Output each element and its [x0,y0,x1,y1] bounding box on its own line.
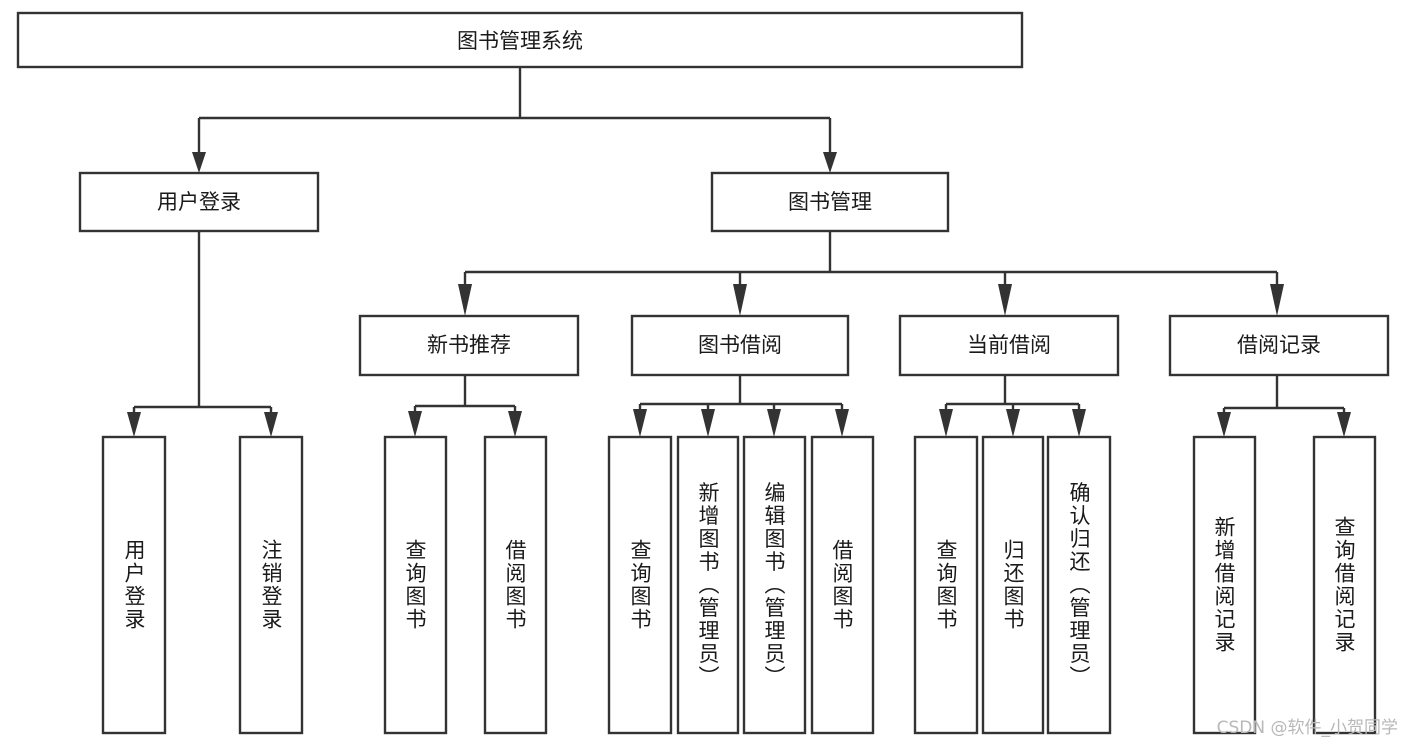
node-current-borrow[interactable]: 当前借阅 [898,314,1120,377]
node-book-borrow-label: 图书借阅 [698,333,782,357]
leaf-user-login[interactable]: 用户登录 [101,435,167,735]
node-user-login-box[interactable] [78,171,320,233]
leaf-add-record-label: 新增借阅记录 [1212,516,1236,654]
leaf-add-book-box[interactable] [676,435,740,735]
arrow-head-leaf-query-book-2 [633,409,647,437]
arrow-head-borrow-record [1270,284,1284,316]
arrow-head-leaf-edit-book [767,409,781,437]
leaf-query-book-2-label: 查询图书 [628,539,652,631]
node-new-book-recommend[interactable]: 新书推荐 [358,314,580,377]
leaf-edit-book[interactable]: 编辑图书（管理员） [742,435,807,735]
leaf-add-record[interactable]: 新增借阅记录 [1192,435,1257,735]
node-borrow-record[interactable]: 借阅记录 [1168,314,1390,377]
leaf-query-book-3-box[interactable] [913,435,979,735]
node-borrow-record-box[interactable] [1168,314,1390,377]
node-user-login[interactable]: 用户登录 [78,171,320,233]
arrow-head-leaf-query-book-3 [939,409,953,437]
leaf-logout-login-label: 注销登录 [259,539,283,631]
arrow-head-leaf-user-login [127,412,141,437]
node-new-book-recommend-box[interactable] [358,314,580,377]
leaf-query-book-1-label: 查询图书 [403,539,427,631]
leaf-query-book-3[interactable]: 查询图书 [913,435,979,735]
leaf-confirm-return[interactable]: 确认归还（管理员） [1046,435,1112,735]
leaf-user-login-label: 用户登录 [122,539,146,631]
arrow-head-user-login [192,152,206,173]
leaf-query-record-box[interactable] [1312,435,1377,735]
arrow-head-leaf-add-record [1217,412,1231,437]
arrow-head-new-book-recommend [458,284,472,316]
leaf-confirm-return-box[interactable] [1046,435,1112,735]
leaf-user-login-box[interactable] [101,435,167,735]
csdn-watermark: CSDN @软件_小贺同学 [1217,718,1398,738]
arrow-head-leaf-add-book [701,409,715,437]
leaf-query-record-label: 查询借阅记录 [1332,516,1356,654]
leaf-logout-login[interactable]: 注销登录 [238,435,304,735]
node-book-borrow[interactable]: 图书借阅 [630,314,850,377]
node-book-borrow-box[interactable] [630,314,850,377]
leaf-edit-book-label: 编辑图书（管理员） [762,482,786,689]
node-book-management[interactable]: 图书管理 [710,171,950,233]
arrow-head-leaf-confirm-return [1072,409,1086,437]
node-current-borrow-box[interactable] [898,314,1120,377]
arrow-head-leaf-return-book [1006,409,1020,437]
leaf-add-book[interactable]: 新增图书（管理员） [676,435,740,735]
leaf-borrow-book-1-label: 借阅图书 [503,539,527,631]
leaf-query-book-2[interactable]: 查询图书 [607,435,673,735]
leaf-query-book-1[interactable]: 查询图书 [383,435,448,735]
leaf-borrow-book-2-box[interactable] [810,435,875,735]
node-root-label: 图书管理系统 [457,29,583,53]
leaf-return-book[interactable]: 归还图书 [981,435,1045,735]
leaf-return-book-box[interactable] [981,435,1045,735]
arrow-head-leaf-query-record [1337,412,1351,437]
node-current-borrow-label: 当前借阅 [967,333,1051,357]
leaf-logout-login-box[interactable] [238,435,304,735]
arrow-head-book-borrow [733,284,747,316]
arrow-head-leaf-query-book-1 [408,411,422,437]
leaf-edit-book-box[interactable] [742,435,807,735]
node-book-management-box[interactable] [710,171,950,233]
leaf-query-book-1-box[interactable] [383,435,448,735]
connector-layer [127,67,1351,437]
leaf-query-record[interactable]: 查询借阅记录 [1312,435,1377,735]
leaf-borrow-book-2[interactable]: 借阅图书 [810,435,875,735]
node-user-login-label: 用户登录 [157,190,241,214]
leaf-add-book-label: 新增图书（管理员） [696,482,720,689]
leaf-borrow-book-1-box[interactable] [483,435,548,735]
leaf-add-record-box[interactable] [1192,435,1257,735]
leaf-borrow-book-2-label: 借阅图书 [830,539,854,631]
arrow-head-leaf-logout-login [264,412,278,437]
leaf-query-book-2-box[interactable] [607,435,673,735]
arrow-head-book-management [823,152,837,173]
node-new-book-recommend-label: 新书推荐 [427,333,511,357]
node-borrow-record-label: 借阅记录 [1237,333,1321,357]
leaf-confirm-return-label: 确认归还（管理员） [1067,482,1091,689]
arrow-head-leaf-borrow-book-2 [835,409,849,437]
leaf-query-book-3-label: 查询图书 [934,539,958,631]
arrow-head-leaf-borrow-book-1 [508,411,522,437]
leaf-return-book-label: 归还图书 [1001,539,1025,631]
leaf-borrow-book-1[interactable]: 借阅图书 [483,435,548,735]
arrow-head-current-borrow [998,284,1012,316]
node-book-management-label: 图书管理 [788,190,872,214]
node-root[interactable]: 图书管理系统 [16,11,1024,69]
node-root-box[interactable] [16,11,1024,69]
